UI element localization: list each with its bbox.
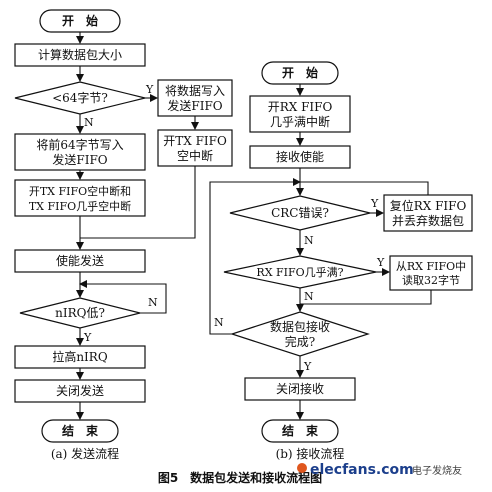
enable-recv-label: 接收使能 (276, 149, 324, 164)
rx-full-yes-label: Y (376, 256, 385, 269)
enable-send-label: 使能发送 (56, 253, 104, 268)
send-flowchart: 开 始 计算数据包大小 <64字节? Y 将数据写入 发送FIFO 开TX FI… (14, 9, 233, 461)
open-tx-empty-line1: 开TX FIFO (163, 134, 227, 148)
send-end-label: 结 束 (62, 423, 99, 438)
close-recv-label: 关闭接收 (276, 381, 324, 396)
receive-flowchart: 开 始 开RX FIFO 几乎满中断 接收使能 CRC错误? Y 复位RX FI… (209, 61, 473, 461)
watermark-logo-icon (297, 463, 307, 473)
packet-done-line1: 数据包接收 (270, 319, 330, 334)
size-yes-label: Y (145, 83, 154, 96)
rx-full-decision-label: RX FIFO几乎满? (256, 266, 343, 279)
write-64-bytes-line1: 将前64字节写入 (36, 137, 123, 152)
nirq-yes-label: Y (83, 331, 92, 344)
read-32-bytes-box (389, 255, 473, 291)
crc-decision-label: CRC错误? (271, 206, 329, 220)
write-send-fifo-line2: 发送FIFO (167, 98, 222, 113)
open-tx-interrupts-box (14, 179, 146, 217)
read-32-bytes-line1: 从RX FIFO中 (396, 260, 466, 273)
read-32-bytes-line2: 读取32字节 (402, 273, 460, 287)
reset-rx-line1: 复位RX FIFO (390, 198, 467, 213)
recv-end-label: 结 束 (282, 423, 319, 438)
open-rx-int-line2: 几乎满中断 (270, 114, 330, 129)
rx-full-no-label: N (304, 290, 314, 303)
crc-no-label: N (304, 234, 314, 247)
reset-rx-line2: 并丢弃数据包 (392, 213, 464, 228)
size-decision-label: <64字节? (52, 90, 108, 105)
raise-nirq-label: 拉高nIRQ (52, 349, 108, 364)
packet-done-no-label: N (214, 316, 224, 329)
open-tx-interrupts-line2: TX FIFO几乎空中断 (29, 199, 131, 213)
send-end-terminal (41, 419, 119, 443)
reset-rx-box (383, 194, 473, 232)
write-64-bytes-box (14, 133, 146, 171)
watermark-brand: elecfans.com (310, 462, 414, 478)
recv-end-terminal (261, 419, 339, 443)
open-rx-int-line1: 开RX FIFO (268, 100, 333, 114)
recv-caption: (b) 接收流程 (276, 446, 345, 461)
nirq-no-label: N (148, 296, 158, 309)
send-caption: (a) 发送流程 (51, 446, 119, 461)
close-send-label: 关闭发送 (56, 383, 104, 398)
open-tx-empty-line2: 空中断 (177, 148, 213, 163)
write-send-fifo-box (157, 79, 233, 117)
open-rx-int-box (249, 95, 351, 133)
figure-caption: 图5 数据包发送和接收流程图 (158, 470, 322, 485)
watermark-cn: 电子发烧友 (412, 464, 462, 477)
write-send-fifo-line1: 将数据写入 (165, 83, 225, 98)
send-start-label: 开 始 (62, 13, 98, 28)
packet-done-line2: 完成? (285, 334, 315, 349)
packet-done-decision-diamond (230, 311, 370, 357)
crc-yes-label: Y (370, 197, 379, 210)
write-64-bytes-line2: 发送FIFO (52, 152, 107, 167)
watermark: elecfans.com 电子发烧友 (297, 462, 462, 478)
size-no-label: N (84, 116, 94, 129)
nirq-decision-label: nIRQ低? (55, 306, 105, 320)
packet-done-yes-label: Y (303, 360, 312, 373)
open-tx-interrupts-line1: 开TX FIFO空中断和 (29, 184, 131, 198)
calc-packet-size-label: 计算数据包大小 (38, 47, 122, 62)
recv-start-label: 开 始 (282, 65, 318, 80)
